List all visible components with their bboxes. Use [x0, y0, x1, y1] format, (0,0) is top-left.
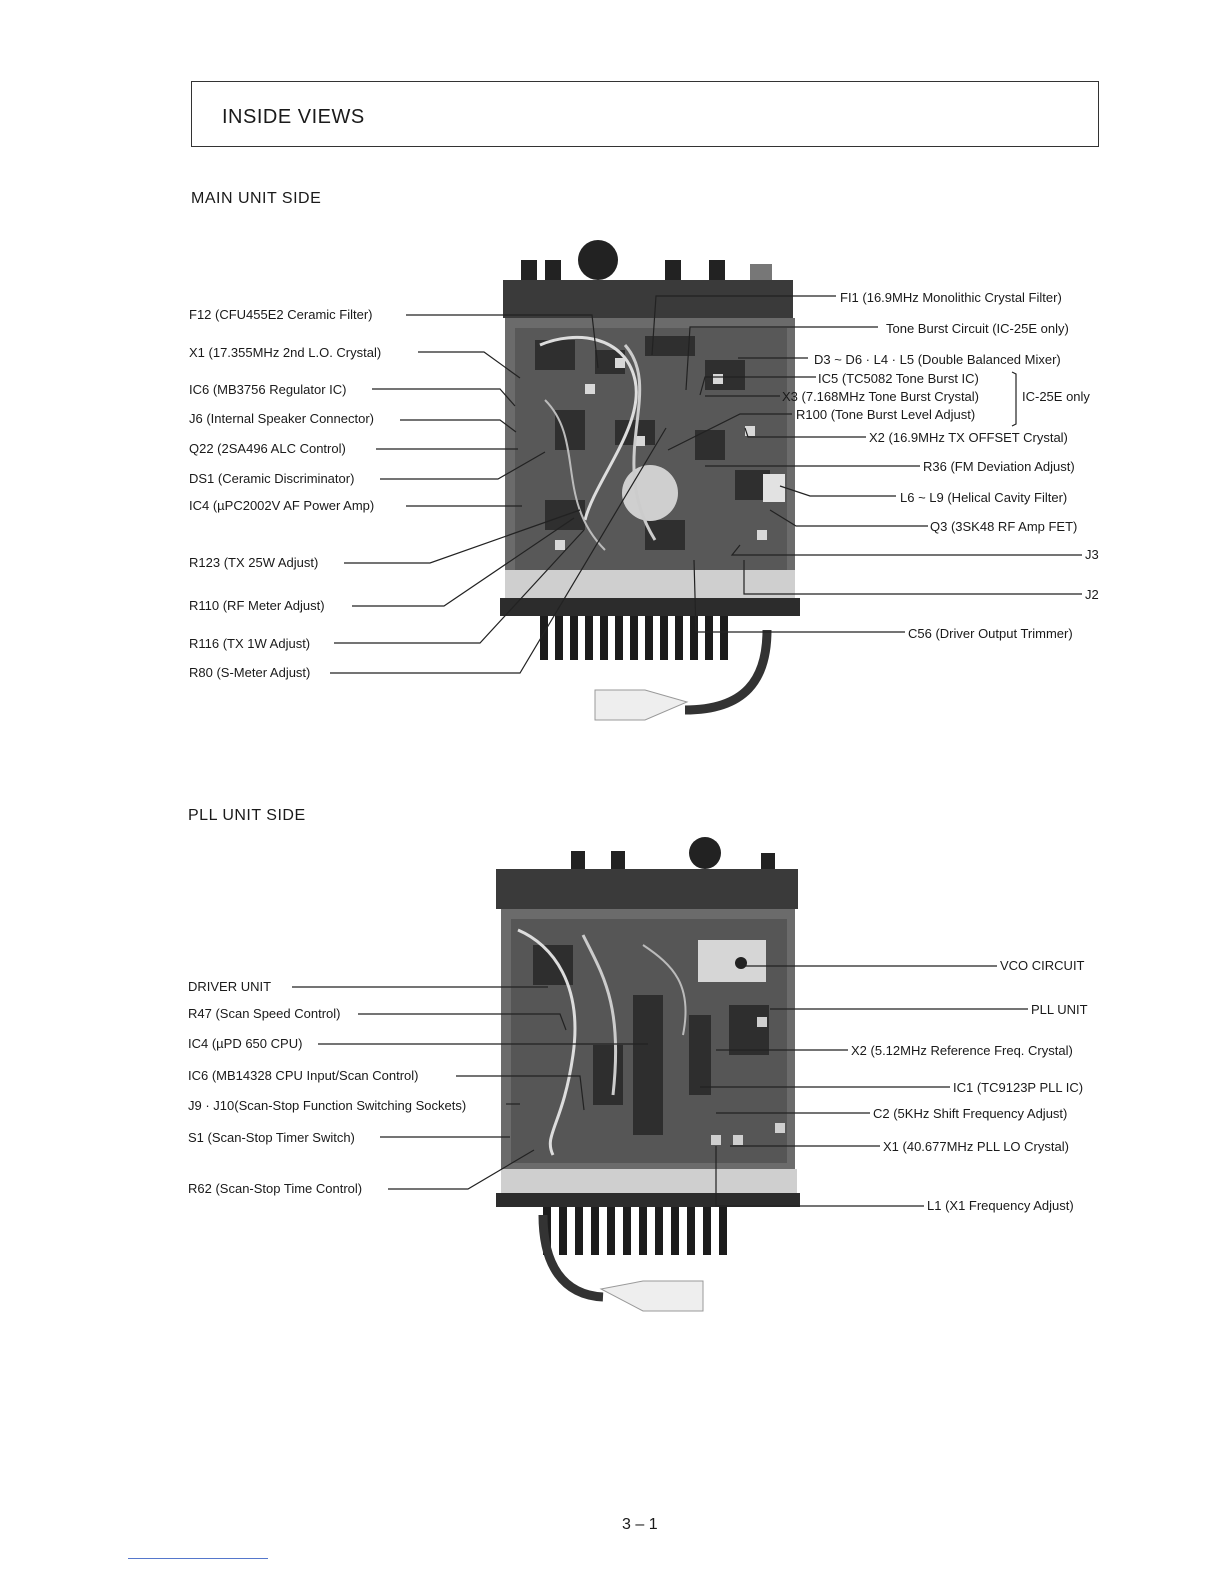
main-label-r100: R100 (Tone Burst Level Adjust)	[796, 407, 976, 422]
main-label-l6-l9: L6 ~ L9 (Helical Cavity Filter)	[900, 490, 1068, 505]
main-label-d3-d6: D3 ~ D6 · L4 · L5 (Double Balanced Mixer…	[814, 352, 1061, 367]
main-label-r123: R123 (TX 25W Adjust)	[189, 555, 319, 570]
main-label-j6: J6 (Internal Speaker Connector)	[189, 411, 374, 426]
pll-label-ic6: IC6 (MB14328 CPU Input/Scan Control)	[188, 1068, 419, 1083]
main-label-bracket-note: IC-25E only	[1022, 389, 1090, 404]
main-label-r80: R80 (S-Meter Adjust)	[189, 665, 311, 680]
pll-label-x2: X2 (5.12MHz Reference Freq. Crystal)	[851, 1043, 1073, 1058]
main-label-ds1: DS1 (Ceramic Discriminator)	[189, 471, 355, 486]
pll-label-c2: C2 (5KHz Shift Frequency Adjust)	[873, 1106, 1068, 1121]
pll-label-r62: R62 (Scan-Stop Time Control)	[188, 1181, 363, 1196]
pll-label-s1: S1 (Scan-Stop Timer Switch)	[188, 1130, 355, 1145]
page-title: INSIDE VIEWS	[222, 106, 365, 128]
page-number: 3 – 1	[622, 1516, 658, 1533]
main-label-ic4: IC4 (µPC2002V AF Power Amp)	[189, 498, 375, 513]
main-unit-heading: MAIN UNIT SIDE	[191, 190, 322, 207]
main-label-ic5: IC5 (TC5082 Tone Burst IC)	[818, 371, 979, 386]
pll-unit-heading: PLL UNIT SIDE	[188, 807, 306, 824]
main-label-r36: R36 (FM Deviation Adjust)	[923, 459, 1075, 474]
main-label-j2: J2	[1085, 587, 1099, 602]
main-label-c56: C56 (Driver Output Trimmer)	[908, 626, 1073, 641]
main-unit-photo	[500, 240, 800, 721]
main-label-q3: Q3 (3SK48 RF Amp FET)	[930, 519, 1078, 534]
pll-label-driver-unit: DRIVER UNIT	[188, 979, 272, 994]
pll-label-ic4: IC4 (µPD 650 CPU)	[188, 1036, 303, 1051]
main-label-j3: J3	[1085, 547, 1099, 562]
pll-label-r47: R47 (Scan Speed Control)	[188, 1006, 341, 1021]
main-label-q22: Q22 (2SA496 ALC Control)	[189, 441, 346, 456]
main-label-f12: F12 (CFU455E2 Ceramic Filter)	[189, 307, 373, 322]
main-label-x2: X2 (16.9MHz TX OFFSET Crystal)	[869, 430, 1068, 445]
main-label-fi1: FI1 (16.9MHz Monolithic Crystal Filter)	[840, 290, 1062, 305]
pll-unit-photo	[496, 837, 800, 1312]
main-label-ic6: IC6 (MB3756 Regulator IC)	[189, 382, 347, 397]
main-label-x1: X1 (17.355MHz 2nd L.O. Crystal)	[189, 345, 382, 360]
pll-label-vco-circuit: VCO CIRCUIT	[1000, 958, 1085, 973]
pll-label-l1: L1 (X1 Frequency Adjust)	[927, 1198, 1074, 1213]
main-label-x3: X3 (7.168MHz Tone Burst Crystal)	[782, 389, 979, 404]
main-label-r116: R116 (TX 1W Adjust)	[189, 636, 311, 651]
title-box: INSIDE VIEWS	[191, 81, 1099, 147]
pll-label-j9-j10: J9 · J10(Scan-Stop Function Switching So…	[188, 1098, 467, 1113]
footer-divider	[128, 1558, 268, 1559]
main-label-tone-burst-circuit: Tone Burst Circuit (IC-25E only)	[886, 321, 1069, 336]
pll-label-ic1: IC1 (TC9123P PLL IC)	[953, 1080, 1084, 1095]
pll-label-x1: X1 (40.677MHz PLL LO Crystal)	[883, 1139, 1069, 1154]
pll-label-pll-unit: PLL UNIT	[1031, 1002, 1088, 1017]
main-label-r110: R110 (RF Meter Adjust)	[189, 598, 325, 613]
